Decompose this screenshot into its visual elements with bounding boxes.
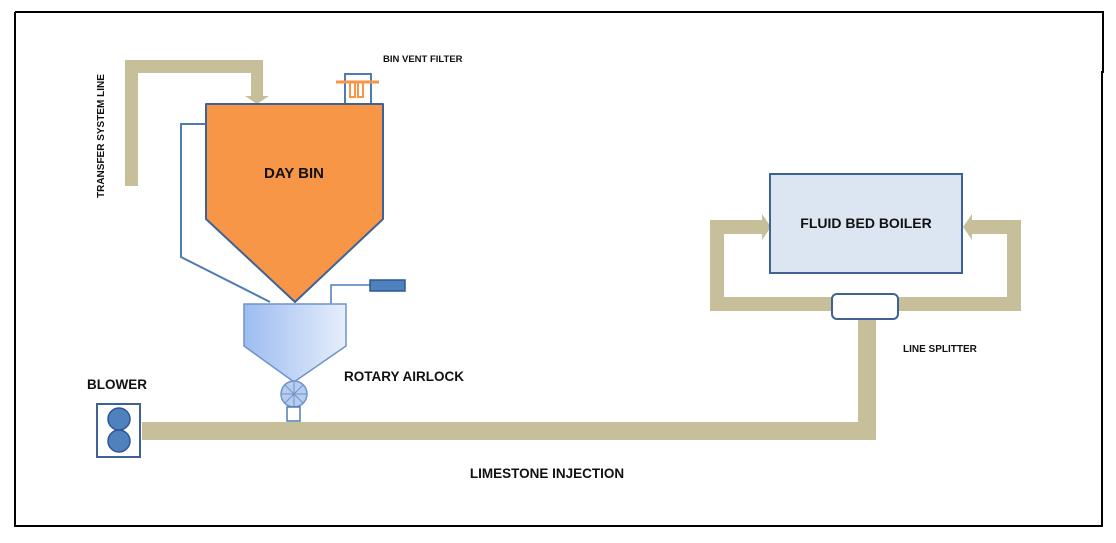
boiler-feed-left-line [710,214,840,311]
line-splitter [831,293,899,320]
day-bin-label: DAY BIN [264,165,324,182]
diagram-frame [14,11,1104,527]
day-bin [205,103,384,303]
line-splitter-label: LINE SPLITTER [903,344,978,355]
blower [96,403,141,458]
transfer-system-line [125,60,269,186]
limestone-injection-label: LIMESTONE INJECTION [470,466,624,481]
fluid-bed-boiler-label: FLUID BED BOILER [800,215,931,231]
day-bin-vent-line [180,123,271,303]
bin-vent-filter-label: BIN VENT FILTER [383,54,463,65]
rotary-airlock-hopper [243,303,347,383]
bin-vent-filter [336,73,379,106]
rotary-airlock-rotor-icon [280,380,308,422]
boiler-feed-right-line [888,214,1021,311]
fluid-bed-boiler [769,173,963,274]
rotary-airlock-label: ROTARY AIRLOCK [344,369,464,384]
blower-label: BLOWER [87,377,147,392]
transfer-system-line-label: TRANSFER SYSTEM LINE [96,74,107,198]
limestone-injection-line [142,318,876,440]
